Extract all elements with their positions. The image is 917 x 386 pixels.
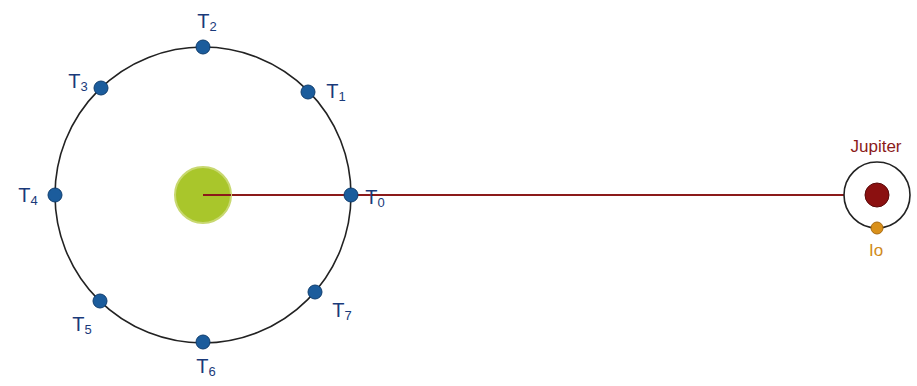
position-label: T7 <box>332 300 351 323</box>
sun <box>175 167 231 223</box>
planet-label: Jupiter <box>850 138 901 155</box>
earth-dot <box>344 188 358 202</box>
io-orbit <box>844 162 910 228</box>
io <box>871 222 883 234</box>
position-label: T1 <box>326 81 345 104</box>
position-label: T0 <box>365 187 384 210</box>
earth-dot <box>94 81 108 95</box>
sight-line-start <box>203 194 231 196</box>
earth-dot <box>48 188 62 202</box>
position-label: T2 <box>197 11 216 34</box>
position-label: T6 <box>196 356 215 379</box>
jupiter <box>865 183 889 207</box>
earth-dot <box>196 335 210 349</box>
position-label: T4 <box>18 185 37 208</box>
position-label: T3 <box>68 71 87 94</box>
moon-label: Io <box>869 242 883 259</box>
earth-dot <box>308 285 322 299</box>
sight-line <box>203 194 877 196</box>
earth-dot <box>93 294 107 308</box>
earth-dot <box>301 85 315 99</box>
position-label: T5 <box>72 314 91 337</box>
earth-positions <box>48 40 358 349</box>
earth-dot <box>196 40 210 54</box>
